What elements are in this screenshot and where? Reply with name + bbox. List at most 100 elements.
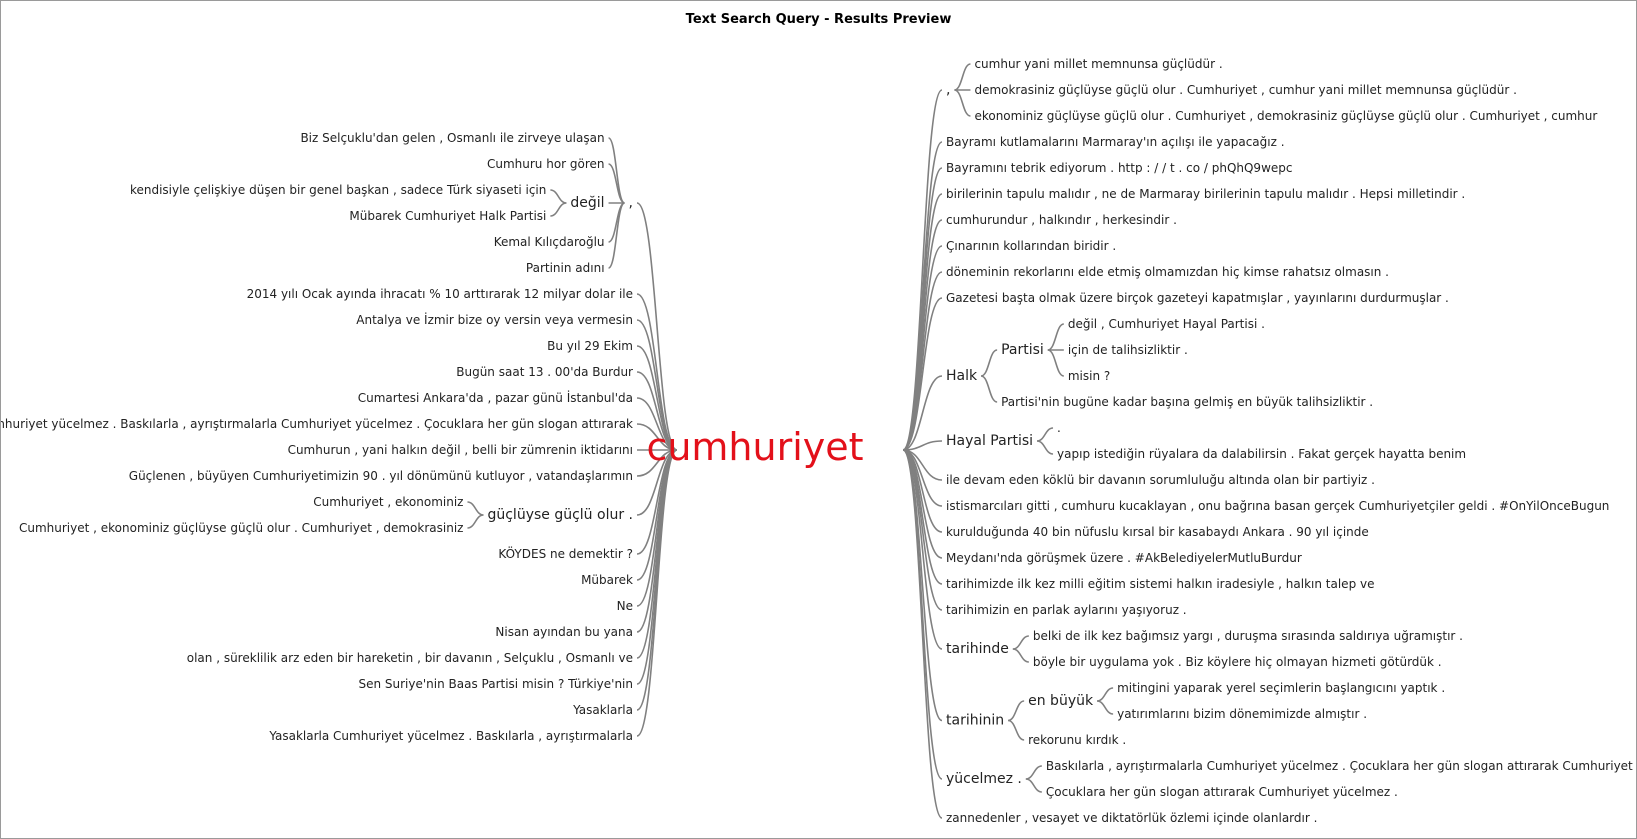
tree-edge — [636, 371, 678, 451]
leaf-phrase[interactable]: kendisiyle çelişkiye düşen bir genel baş… — [130, 183, 546, 197]
leaf-phrase[interactable]: Çınarının kollarından biridir . — [946, 239, 1116, 253]
leaf-phrase[interactable]: Cumhuru hor gören — [487, 157, 605, 171]
tree-edge — [607, 202, 626, 269]
tree-edge — [1047, 323, 1065, 351]
leaf-phrase[interactable]: cumhur yani millet memnunsa güçlüdür . — [974, 57, 1222, 71]
leaf-phrase[interactable]: döneminin rekorlarını elde etmiş olmamız… — [946, 265, 1389, 279]
leaf-phrase[interactable]: Cumhuriyet , ekonominiz — [313, 495, 463, 509]
leaf-phrase[interactable]: Yasaklarla Cumhuriyet yücelmez . Baskıla… — [268, 729, 633, 743]
leaf-phrase[interactable]: 2014 yılı Ocak ayında ihracatı % 10 artt… — [247, 287, 633, 301]
tree-edge — [1007, 700, 1025, 722]
tree-edge — [902, 141, 943, 451]
branch-phrase[interactable]: Halk — [946, 368, 978, 384]
tree-edge — [1096, 687, 1114, 702]
leaf-phrase[interactable]: misin ? — [1068, 369, 1110, 383]
tree-edge — [902, 167, 943, 451]
leaf-phrase[interactable]: için de talihsizliktir . — [1068, 343, 1188, 357]
tree-edge — [954, 89, 971, 117]
branch-phrase[interactable]: güçlüyse güçlü olur . — [487, 507, 633, 523]
leaf-phrase[interactable]: Cumartesi Ankara'da , pazar günü İstanbu… — [358, 390, 633, 405]
leaf-phrase[interactable]: Mübarek Cumhuriyet Halk Partisi — [349, 209, 546, 223]
leaf-phrase[interactable]: Güçlenen , büyüyen Cumhuriyetimizin 90 .… — [129, 469, 633, 483]
branch-phrase[interactable]: Partisi — [1001, 342, 1044, 358]
leaf-phrase[interactable]: olan , süreklilik arz eden bir hareketin… — [187, 651, 633, 665]
tree-edge — [1012, 635, 1030, 650]
leaf-phrase[interactable]: istismarcıları gitti , cumhuru kucaklaya… — [946, 499, 1609, 513]
tree-edge — [467, 501, 484, 516]
leaf-phrase[interactable]: tarihimizin en parlak aylarını yaşıyoruz… — [946, 603, 1187, 617]
leaf-phrase[interactable]: birilerinin tapulu malıdır , ne de Marma… — [946, 187, 1465, 201]
branch-phrase[interactable]: yücelmez . — [946, 771, 1022, 787]
leaf-phrase[interactable]: Yasaklarla — [572, 703, 633, 717]
leaf-phrase[interactable]: Kemal Kılıçdaroğlu — [494, 235, 605, 249]
tree-edge — [980, 375, 998, 403]
leaf-phrase[interactable]: Cumhurun , yani halkın değil , belli bir… — [288, 443, 633, 457]
leaf-phrase[interactable]: ekonominiz güçlüyse güçlü olur . Cumhuri… — [974, 109, 1597, 123]
leaf-phrase[interactable]: Meydanı'nda görüşmek üzere . #AkBelediye… — [946, 551, 1302, 565]
tree-edge — [607, 137, 626, 204]
tree-edge — [608, 163, 625, 204]
leaf-phrase[interactable]: rekorunu kırdık . — [1028, 733, 1126, 747]
tree-edge — [1036, 427, 1054, 442]
branch-phrase[interactable]: Hayal Partisi — [946, 433, 1033, 449]
leaf-phrase[interactable]: . — [1057, 421, 1061, 435]
leaf-phrase[interactable]: ile devam eden köklü bir davanın sorumlu… — [946, 473, 1375, 487]
leaf-phrase[interactable]: belki de ilk kez bağımsız yargı , duruşm… — [1033, 629, 1463, 643]
tree-edge — [1096, 700, 1114, 715]
leaf-phrase[interactable]: Mübarek — [581, 573, 633, 587]
tree-edge — [1025, 778, 1043, 793]
page-title: Text Search Query - Results Preview — [685, 12, 952, 27]
tree-edge — [636, 345, 678, 451]
branch-phrase[interactable]: , — [629, 195, 633, 211]
leaf-phrase[interactable]: Partisi'nin bugüne kadar başına gelmiş e… — [1001, 395, 1373, 409]
leaf-phrase[interactable]: Cumhuriyet yücelmez . Baskılarla , ayrış… — [1, 417, 633, 431]
tree-edge — [550, 202, 567, 217]
branch-phrase[interactable]: tarihinde — [946, 641, 1009, 657]
leaf-phrase[interactable]: Biz Selçuklu'dan gelen , Osmanlı ile zir… — [300, 131, 604, 145]
leaf-phrase[interactable]: Bu yıl 29 Ekim — [547, 339, 633, 353]
branch-phrase[interactable]: en büyük — [1028, 693, 1094, 709]
tree-labels: , Biz Selçuklu'dan gelen , Osmanlı ile zi… — [1, 57, 1633, 825]
leaf-phrase[interactable]: değil , Cumhuriyet Hayal Partisi . — [1068, 317, 1265, 331]
leaf-phrase[interactable]: cumhurundur , halkındır , herkesindir . — [946, 213, 1177, 227]
tree-edge — [902, 449, 943, 585]
leaf-phrase[interactable]: demokrasiniz güçlüyse güçlü olur . Cumhu… — [974, 83, 1516, 97]
branch-phrase[interactable]: , — [946, 82, 950, 98]
leaf-phrase[interactable]: Çocuklara her gün slogan attırarak Cumhu… — [1046, 785, 1398, 799]
leaf-phrase[interactable]: Bugün saat 13 . 00'da Burdur — [456, 365, 633, 379]
leaf-phrase[interactable]: Cumhuriyet , ekonominiz güçlüyse güçlü o… — [19, 521, 463, 535]
leaf-phrase[interactable]: Antalya ve İzmir bize oy versin veya ver… — [356, 312, 633, 327]
leaf-phrase[interactable]: Bayramını tebrik ediyorum . http : / / t… — [946, 161, 1292, 175]
leaf-phrase[interactable]: Ne — [617, 599, 633, 613]
leaf-phrase[interactable]: KÖYDES ne demektir ? — [498, 545, 633, 561]
leaf-phrase[interactable]: mitingini yaparak yerel seçimlerin başla… — [1117, 681, 1445, 695]
leaf-phrase[interactable]: Nisan ayından bu yana — [495, 625, 633, 639]
tree-edge — [980, 349, 998, 377]
branch-phrase[interactable]: tarihinin — [946, 713, 1004, 729]
leaf-phrase[interactable]: Partinin adını — [526, 261, 605, 275]
tree-edge — [1047, 349, 1065, 377]
tree-edge — [636, 449, 678, 737]
tree-edge — [636, 202, 678, 451]
leaf-phrase[interactable]: Sen Suriye'nin Baas Partisi misin ? Türk… — [358, 677, 633, 691]
tree-edge — [1012, 648, 1030, 663]
tree-edge — [1007, 719, 1025, 741]
tree-edge — [902, 89, 943, 451]
leaf-phrase[interactable]: Gazetesi başta olmak üzere birçok gazete… — [946, 291, 1449, 305]
leaf-phrase[interactable]: zannedenler , vesayet ve diktatörlük özl… — [946, 811, 1317, 825]
branch-phrase[interactable]: değil — [570, 195, 604, 211]
leaf-phrase[interactable]: Baskılarla , ayrıştırmalarla Cumhuriyet … — [1046, 759, 1633, 773]
root-word[interactable]: cumhuriyet — [646, 425, 863, 469]
tree-edges — [467, 63, 1114, 819]
leaf-phrase[interactable]: kurulduğunda 40 bin nüfuslu kırsal bir k… — [946, 525, 1369, 539]
leaf-phrase[interactable]: böyle bir uygulama yok . Biz köylere hiç… — [1033, 655, 1442, 669]
leaf-phrase[interactable]: yatırımlarını bizim dönemimizde almıştır… — [1117, 707, 1367, 721]
tree-edge — [902, 449, 943, 780]
leaf-phrase[interactable]: Bayramı kutlamalarını Marmaray'ın açılış… — [946, 135, 1285, 149]
leaf-phrase[interactable]: yapıp istediğin rüyalara da dalabilirsin… — [1057, 447, 1466, 461]
leaf-phrase[interactable]: tarihimizde ilk kez milli eğitim sistemi… — [946, 577, 1374, 591]
tree-edge — [902, 449, 943, 650]
tree-edge — [550, 189, 567, 204]
